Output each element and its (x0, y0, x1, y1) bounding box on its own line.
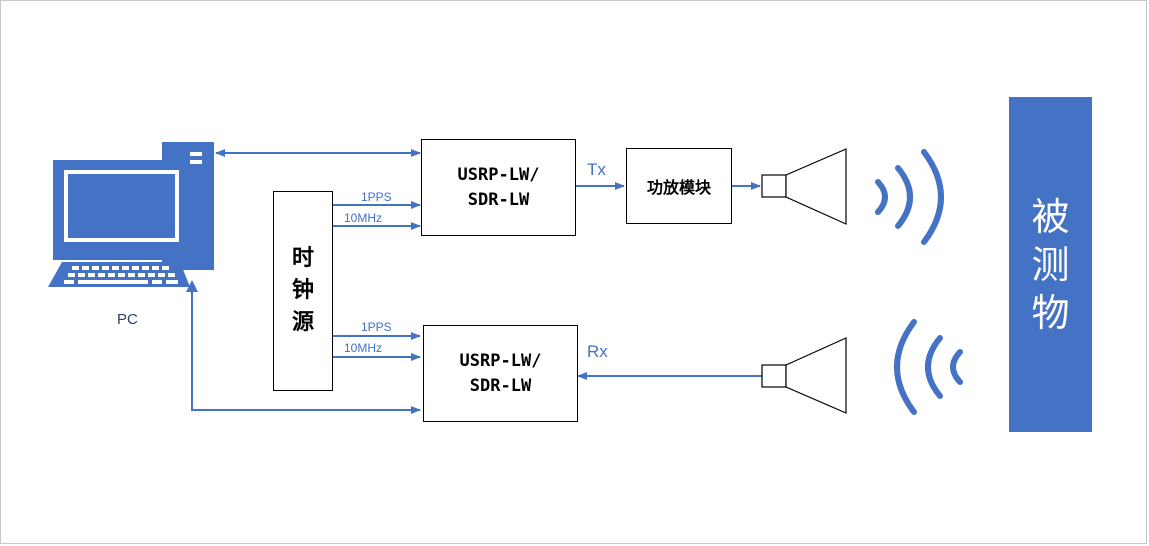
pc-usrp-rx-link (191, 282, 421, 414)
target-object-box: 被 测 物 (1009, 97, 1092, 432)
usrp-rx-box: USRP-LW/ SDR-LW (423, 325, 578, 422)
mhz-label-bottom: 10MHz (344, 341, 383, 355)
tx-label: Tx (587, 160, 606, 179)
tx-wave-icon (875, 149, 944, 245)
mhz-label-top: 10MHz (344, 211, 383, 225)
pc-label: PC (117, 311, 138, 328)
rx-label: Rx (587, 342, 608, 361)
rx-horn-antenna-icon (761, 337, 847, 414)
tx-horn-antenna-icon (761, 148, 847, 225)
pps-label-bottom: 1PPS (361, 320, 392, 334)
amplifier-box: 功放模块 (626, 148, 732, 224)
pc-icon (48, 142, 214, 287)
usrp-tx-box: USRP-LW/ SDR-LW (421, 139, 576, 236)
rx-wave-icon (894, 319, 963, 415)
clock-source-box: 时 钟 源 (273, 191, 333, 391)
pps-label-top: 1PPS (361, 190, 392, 204)
